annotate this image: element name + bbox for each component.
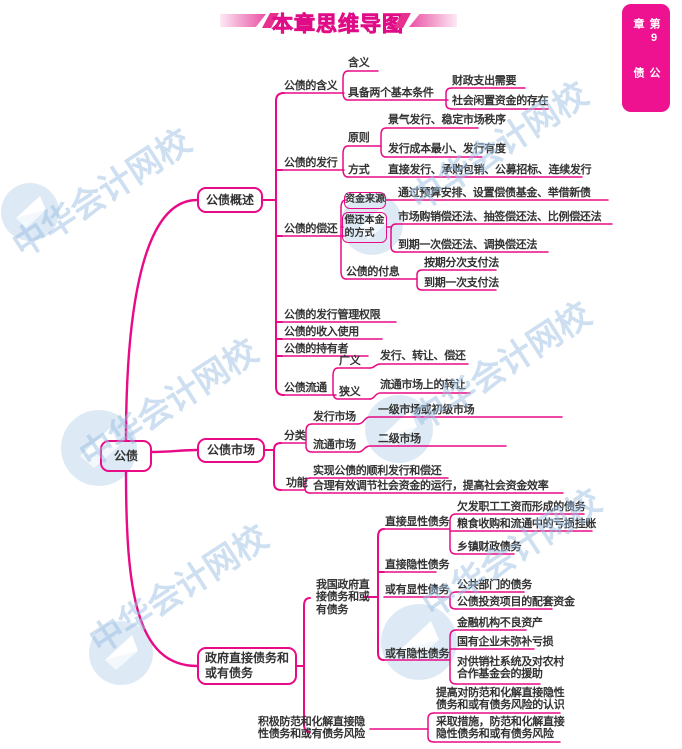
label-method-1: 直接发行、承购包销、公募招标、连续发行 xyxy=(388,164,592,176)
node-gov-debt: 政府直接债务和 或有债务 xyxy=(197,647,297,685)
title-ribbon-left xyxy=(220,14,266,27)
label-circulation-market: 流通市场 xyxy=(313,439,356,451)
node-principal-methods: 偿还本金 的方式 xyxy=(342,212,387,243)
label-ci-item-3: 对供销社系统及对农村 合作基金会的援助 xyxy=(457,656,564,681)
label-methods: 方式 xyxy=(348,164,370,176)
chapter-tab-chapter: 第9章 xyxy=(632,18,660,47)
label-classification: 分类 xyxy=(284,430,306,442)
label-prevention-2: 采取措施，防范和化解直接 隐性债务和或有债务风险 xyxy=(436,716,565,741)
label-revenue-use: 公债的收入使用 xyxy=(284,326,359,338)
title-ribbon-right xyxy=(409,14,457,27)
label-conditions: 具备两个基本条件 xyxy=(348,87,434,99)
label-principle-1: 景气发行、稳定市场秩序 xyxy=(388,114,506,126)
label-direct-implicit: 直接隐性债务 xyxy=(385,559,450,571)
label-principles: 原则 xyxy=(348,132,370,144)
label-circulation: 公债流通 xyxy=(284,382,327,394)
label-meaning: 公债的含义 xyxy=(284,80,338,92)
label-interest-2: 到期一次支付法 xyxy=(424,277,499,289)
label-de-item-2: 粮食收购和流通中的亏损挂账 xyxy=(457,518,597,530)
node-market: 公债市场 xyxy=(197,438,265,463)
label-secondary-market: 二级市场 xyxy=(378,433,421,445)
label-principal-2: 到期一次偿还法、调换偿还法 xyxy=(398,239,538,251)
label-ci-item-1: 金融机构不良资产 xyxy=(457,617,543,629)
label-holders: 公债的持有者 xyxy=(284,343,349,355)
label-broad: 广义 xyxy=(339,355,361,367)
label-de-item-1: 欠发职工工资而形成的债务 xyxy=(457,501,586,513)
label-authority: 公债的发行管理权限 xyxy=(284,309,381,321)
label-issuance: 公债的发行 xyxy=(284,157,338,169)
label-issue-market: 发行市场 xyxy=(313,411,356,423)
label-contingent-explicit: 或有显性债务 xyxy=(385,584,450,596)
label-repayment: 公债的偿还 xyxy=(284,223,338,235)
label-interest-1: 按期分次支付法 xyxy=(424,257,499,269)
chapter-tab-subject: 公债 xyxy=(632,67,660,91)
label-prevention-1: 提高对防范和化解直接隐性 债务和或有债务风险的认识 xyxy=(436,687,565,712)
label-primary-market: 一级市场或初级市场 xyxy=(378,404,475,416)
label-narrow-item: 流通市场上的转让 xyxy=(380,379,466,391)
label-condition-1: 财政支出需要 xyxy=(452,75,517,87)
chapter-tab: 第9章 公债 xyxy=(622,4,670,112)
label-direct-explicit: 直接显性债务 xyxy=(385,516,450,528)
label-prevention: 积极防范和化解直接隐 性债务和或有债务风险 xyxy=(258,716,365,741)
label-contingent-implicit: 或有隐性债务 xyxy=(385,648,450,660)
label-interest: 公债的付息 xyxy=(346,266,400,278)
label-de-item-3: 乡镇财政债务 xyxy=(457,541,522,553)
label-broad-item: 发行、转让、偿还 xyxy=(380,350,466,362)
label-china-gov-debt: 我国政府直 接债务和或 有债务 xyxy=(316,579,370,616)
label-ce-item-2: 公债投资项目的配套资金 xyxy=(457,596,575,608)
label-function-1: 实现公债的顺利发行和偿还 xyxy=(313,465,442,477)
node-fund-source: 资金来源 xyxy=(344,192,386,209)
label-principal-1: 市场购销偿还法、抽签偿还法、比例偿还法 xyxy=(398,211,602,223)
label-narrow: 狭义 xyxy=(339,386,361,398)
label-principle-2: 发行成本最小、发行有度 xyxy=(388,143,506,155)
node-overview: 公债概述 xyxy=(197,187,263,213)
label-ce-item-1: 公共部门的债务 xyxy=(457,579,532,591)
label-ci-item-2: 国有企业未弥补亏损 xyxy=(457,636,554,648)
label-condition-2: 社会闲置资金的存在 xyxy=(452,95,549,107)
page-title: 本章思维导图 xyxy=(272,13,404,37)
label-functions: 功能 xyxy=(286,477,308,489)
label-function-2: 合理有效调节社会资金的运行，提高社会资金效率 xyxy=(313,480,549,492)
node-root: 公债 xyxy=(100,440,152,472)
label-meaning-def: 含义 xyxy=(348,57,370,69)
label-fund-source-1: 通过预算安排、设置偿债基金、举借新债 xyxy=(398,187,591,199)
